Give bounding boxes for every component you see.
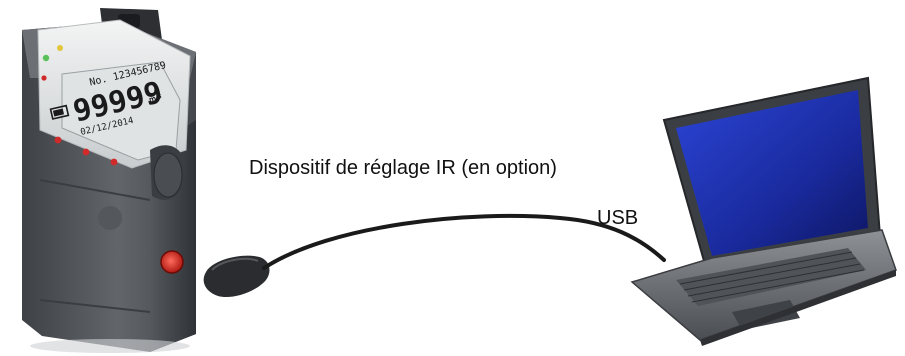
battery-icon [49, 104, 70, 120]
usb-label: USB [597, 207, 639, 229]
ir-port-button-icon [160, 250, 184, 274]
usb-cable [262, 213, 666, 270]
led-green-icon [42, 54, 50, 62]
laptop-icon [630, 76, 897, 346]
meter-unit: m³ [148, 91, 165, 108]
ir-adapter-icon [203, 255, 270, 298]
ir-device-label: Dispositif de réglage IR (en option) [249, 157, 557, 179]
led-red-icon [54, 136, 62, 144]
laptop-screen [676, 90, 868, 256]
laptop-keyboard [676, 248, 866, 306]
meter-device-icon: 99999 m³ No. 123456789 02/12/2014 [22, 8, 196, 353]
